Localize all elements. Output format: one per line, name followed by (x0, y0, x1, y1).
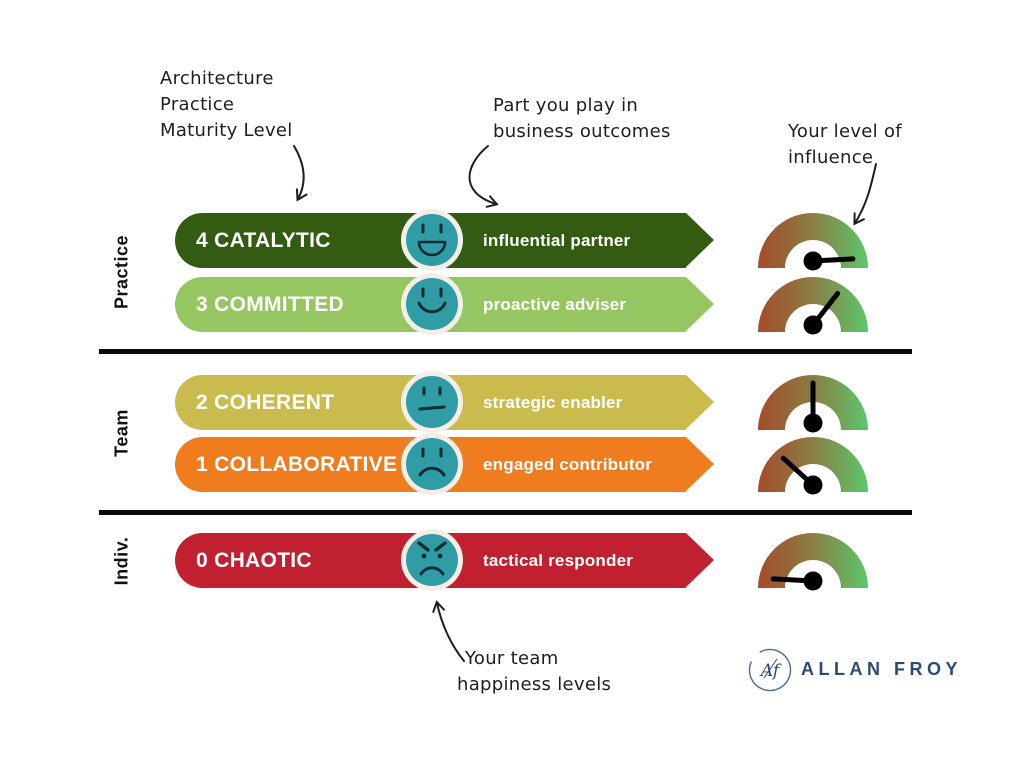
influence-gauge (758, 375, 868, 433)
gauge-needle-pivot (803, 475, 823, 495)
group-divider (99, 510, 912, 515)
gauge-needle-pivot (803, 413, 823, 433)
banner-arrow-tip (686, 437, 714, 491)
level-descriptor: engaged contributor (483, 454, 653, 474)
annotation-line: Your team (465, 648, 559, 669)
logo-wordmark: ALLAN FROY (801, 659, 962, 679)
banner-arrow-tip (686, 213, 714, 267)
outcomes-annotation: Part you play in business outcomes (493, 93, 671, 145)
influence-gauge (758, 437, 868, 495)
gauge-needle-pivot (803, 251, 823, 271)
level-descriptor: influential partner (483, 230, 631, 250)
annotation-line: business outcomes (493, 121, 671, 142)
face-frown-icon (401, 433, 463, 495)
happiness-annotation: Your team happiness levels (457, 646, 611, 698)
banner-arrow-tip (686, 375, 714, 429)
annotation-line: Your level of (788, 121, 902, 142)
gauge-needle-pivot (803, 571, 823, 591)
level-descriptor: proactive adviser (483, 294, 627, 314)
maturity-arrow (293, 145, 308, 202)
face-angry-icon (401, 529, 463, 591)
group-label-practice: Practice (111, 234, 132, 310)
annotation-line: Maturity Level (160, 120, 293, 141)
banner-arrow-tip (686, 277, 714, 331)
annotation-line: happiness levels (457, 674, 612, 695)
maturity-annotation: Architecture Practice Maturity Level (160, 66, 293, 144)
banner-arrow-tip (686, 533, 714, 587)
level-label: 0 CHAOTIC (196, 548, 312, 572)
annotation-line: influence (788, 147, 874, 168)
level-label: 3 COMMITTED (196, 292, 344, 316)
level-descriptor: tactical responder (483, 550, 634, 570)
annotation-line: Practice (160, 94, 235, 115)
annotation-line: Architecture (160, 68, 274, 89)
group-label-indiv: Indiv. (111, 536, 132, 586)
outcomes-arrow (468, 145, 499, 208)
annotation-line: Part you play in (493, 95, 639, 116)
influence-gauge (758, 533, 868, 591)
level-label: 1 COLLABORATIVE (196, 452, 398, 476)
logo-monogram: Af (759, 661, 782, 681)
allan-froy-logo-icon: Af (748, 648, 792, 692)
group-divider (99, 349, 912, 354)
level-descriptor: strategic enabler (483, 392, 623, 412)
gauge-needle-pivot (803, 315, 823, 335)
face-neutral-icon (401, 371, 463, 433)
level-label: 4 CATALYTIC (196, 228, 331, 252)
influence-gauge (758, 277, 868, 335)
face-grin-icon (401, 209, 463, 271)
face-smile-icon (401, 273, 463, 335)
influence-gauge (758, 213, 868, 271)
level-label: 2 COHERENT (196, 390, 335, 414)
group-label-team: Team (111, 409, 132, 457)
influence-annotation: Your level of influence (788, 119, 902, 171)
